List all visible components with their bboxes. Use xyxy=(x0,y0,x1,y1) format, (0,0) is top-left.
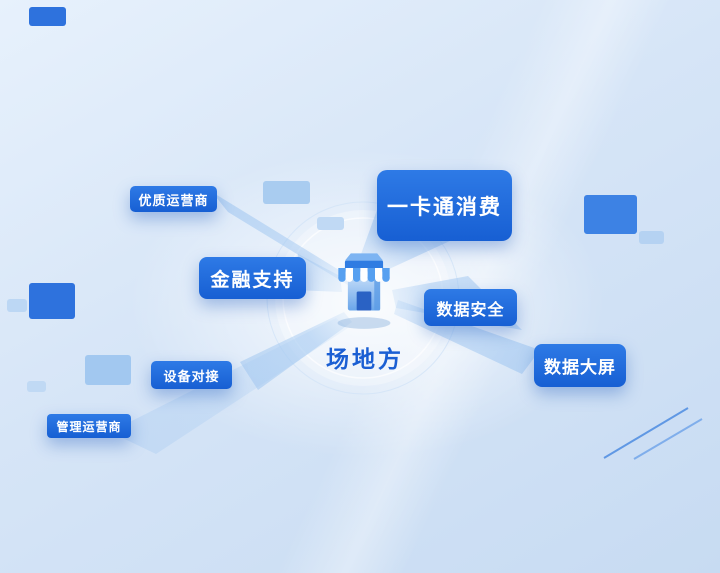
decor-rect xyxy=(85,355,131,385)
node-card-payment: 一卡通消费 xyxy=(377,170,512,241)
icon-shadow xyxy=(337,317,391,329)
node-data-security: 数据安全 xyxy=(424,289,517,326)
center-label: 场地方 xyxy=(326,346,404,372)
beam-to-financial-support xyxy=(294,254,342,292)
node-managed-operator: 管理运营商 xyxy=(47,414,131,438)
store-door xyxy=(356,291,372,311)
node-premium-operator: 优质运营商 xyxy=(130,186,217,212)
storefront-icon xyxy=(337,253,391,329)
decor-rect xyxy=(27,381,46,392)
node-device-integration: 设备对接 xyxy=(151,361,232,389)
roof-top-face xyxy=(344,253,384,261)
decor-rect xyxy=(29,283,75,319)
decor-rect xyxy=(639,231,664,244)
decor-rect xyxy=(7,299,27,312)
decor-rect xyxy=(584,195,637,234)
node-financial-support: 金融支持 xyxy=(199,257,306,299)
corner-line-2 xyxy=(633,418,703,460)
beam-to-premium-operator xyxy=(212,192,356,290)
corner-line-1 xyxy=(603,407,689,459)
awning xyxy=(338,268,390,282)
node-data-dashboard: 数据大屏 xyxy=(534,344,626,387)
decor-rect xyxy=(317,217,344,230)
decor-rect xyxy=(263,181,310,204)
decor-rect xyxy=(29,7,66,26)
